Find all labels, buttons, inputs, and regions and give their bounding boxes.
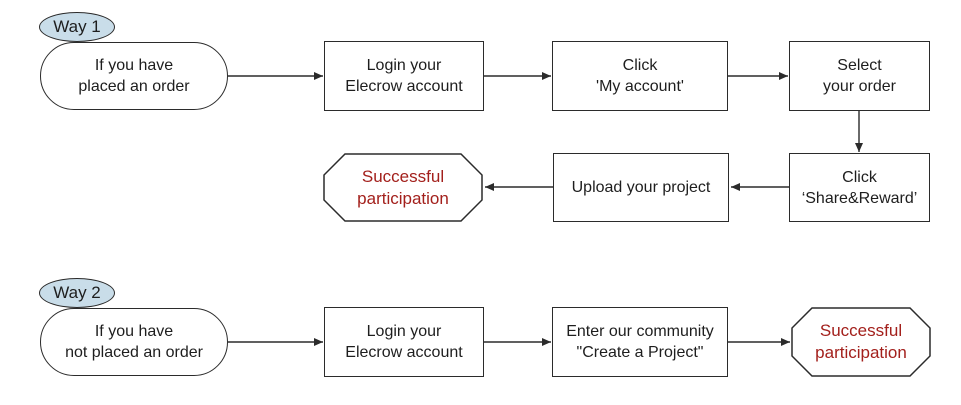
way-2-login-node: Login your Elecrow account (324, 307, 484, 377)
node-line-2: ‘Share&Reward’ (801, 189, 918, 207)
node-line-1: Login your (366, 323, 442, 340)
node-line-1: Click (842, 168, 877, 186)
way-2-success-node: Successful participation (791, 307, 931, 377)
node-line-2: your order (823, 78, 896, 95)
select-your-order-node: Select your order (789, 41, 930, 111)
node-line-2: Elecrow account (345, 78, 463, 95)
node-line-1: Select (837, 57, 882, 74)
octagon-shape (791, 307, 931, 377)
way-2-tag: Way 2 (39, 278, 115, 308)
way-1-success-node: Successful participation (323, 153, 483, 222)
node-line-1: Click (622, 57, 658, 74)
node-line-1: If you have (94, 57, 174, 74)
node-line-1: Login your (366, 57, 442, 74)
node-line-2: participation (815, 343, 907, 362)
way-1-login-node: Login your Elecrow account (324, 41, 484, 111)
way-1-tag: Way 1 (39, 12, 115, 42)
node-line-2: placed an order (78, 78, 190, 95)
node-line-1: Successful (819, 321, 903, 340)
node-line-2: participation (357, 188, 449, 208)
way-1-tag-label: Way 1 (53, 17, 101, 36)
node-line-2: "Create a Project" (576, 344, 704, 361)
node-line-1: Enter our community (566, 323, 714, 340)
way-2-start-node: If you have not placed an order (40, 308, 228, 376)
node-line-1: Upload your project (571, 179, 711, 196)
node-line-2: not placed an order (65, 344, 203, 361)
node-line-1: If you have (94, 323, 174, 340)
upload-project-node: Upload your project (553, 153, 729, 222)
click-share-reward-node: Click ‘Share&Reward’ (789, 153, 930, 222)
node-line-2: 'My account' (596, 78, 684, 95)
node-line-1: Successful (361, 166, 445, 186)
octagon-shape (323, 153, 483, 222)
enter-community-node: Enter our community "Create a Project" (552, 307, 728, 377)
way-1-start-node: If you have placed an order (40, 42, 228, 110)
node-line-2: Elecrow account (345, 344, 463, 361)
way-2-tag-label: Way 2 (53, 283, 101, 302)
click-my-account-node: Click 'My account' (552, 41, 728, 111)
